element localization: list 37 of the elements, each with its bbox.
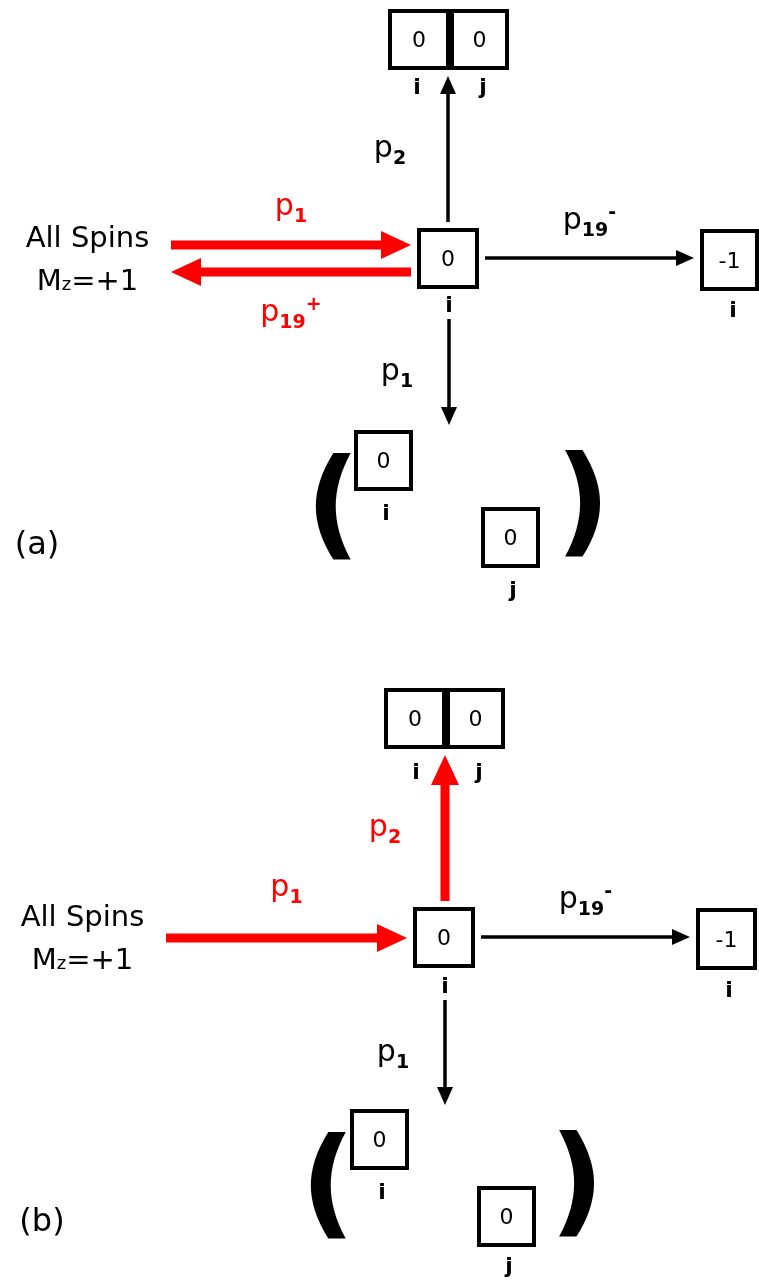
state-box: 0 [481, 507, 540, 568]
index-label: j [505, 1255, 513, 1277]
panel-label: (a) [14, 527, 60, 559]
state-box: 0 [384, 688, 446, 749]
arrow [485, 250, 694, 266]
state-box: -1 [700, 229, 759, 291]
index-label: j [509, 579, 517, 601]
index-label: i [378, 1181, 386, 1203]
state-box: 0 [413, 907, 475, 968]
index-label: i [412, 761, 420, 783]
state-box: -1 [696, 908, 757, 970]
arrow [481, 929, 690, 945]
index-label: i [413, 76, 421, 98]
state-box: 0 [354, 430, 413, 491]
arrow [440, 76, 456, 222]
panel-label: (b) [19, 1204, 65, 1236]
index-label: i [729, 299, 737, 321]
index-label: j [475, 761, 483, 783]
index-label: j [479, 76, 487, 98]
arrow [431, 755, 459, 901]
arrow [441, 319, 457, 425]
arrow [437, 1000, 453, 1105]
arrow [166, 924, 407, 952]
index-label: i [441, 975, 449, 997]
state-box: 0 [417, 228, 479, 289]
index-label: i [445, 294, 453, 316]
state-box: 0 [446, 688, 505, 749]
index-label: i [382, 502, 390, 524]
parenthesis: ) [555, 440, 611, 560]
index-label: i [725, 979, 733, 1001]
arrow [171, 258, 411, 286]
state-box: 0 [350, 1109, 409, 1170]
state-box: 0 [450, 9, 509, 70]
state-box: 0 [388, 9, 450, 70]
arrow [171, 231, 411, 259]
state-box: 0 [477, 1186, 536, 1247]
parenthesis: ) [549, 1120, 605, 1240]
